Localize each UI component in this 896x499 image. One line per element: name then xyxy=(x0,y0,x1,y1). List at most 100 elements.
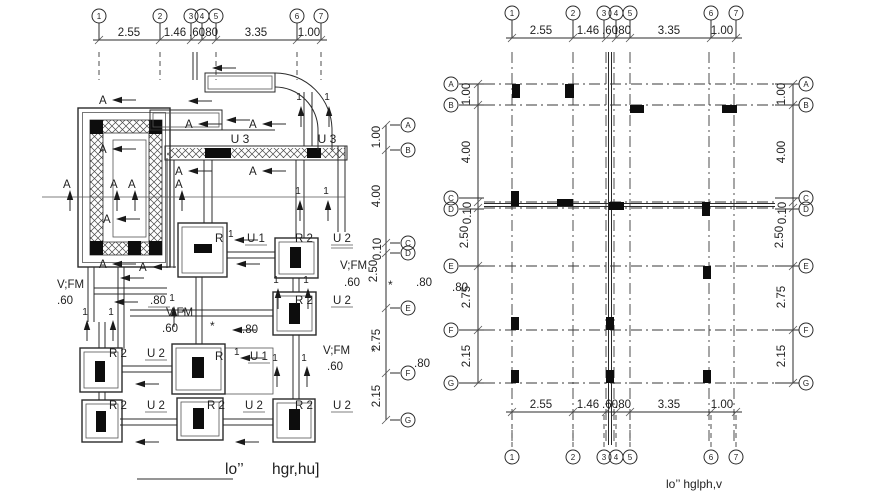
dim-label: 4.00 xyxy=(371,185,383,207)
grid-bubble-col: 2 xyxy=(565,5,581,21)
section-arrow-up xyxy=(66,189,74,212)
column-mark xyxy=(193,408,204,429)
column-mark xyxy=(606,317,614,330)
marker-a: A xyxy=(99,259,137,271)
dim-label: 0.10 xyxy=(777,202,789,224)
column-mark xyxy=(606,370,614,383)
footing xyxy=(272,291,317,336)
note-80: .80 xyxy=(416,277,432,289)
column-mark xyxy=(565,84,574,98)
marker-1: 1 xyxy=(82,307,88,318)
grid-col-label: 4 xyxy=(614,9,619,18)
grid-col-label: 3 xyxy=(602,9,607,18)
dim-ticks xyxy=(381,120,391,425)
footing-label: R xyxy=(215,233,223,245)
marker-arrow-up xyxy=(296,199,304,222)
marker-a: A xyxy=(99,144,137,156)
marker-1: 1 xyxy=(169,293,175,304)
footing-label: U 2 xyxy=(333,295,351,307)
section-arrow-up xyxy=(131,189,139,212)
column-mark xyxy=(609,202,624,210)
grid-row-label: B xyxy=(803,101,808,110)
grid-row-label: A xyxy=(448,80,454,89)
marker-1: 1 xyxy=(296,92,302,103)
note-80: .80 xyxy=(242,324,258,336)
wall-block xyxy=(205,148,231,158)
marker-arrow xyxy=(234,438,260,446)
grid-col-label: 7 xyxy=(734,9,739,18)
grid-row-label: G xyxy=(405,416,411,425)
dim-label: .60 xyxy=(602,25,618,37)
dim-label: 3.35 xyxy=(658,399,680,411)
marker-arrow-up xyxy=(109,319,117,342)
grid-row-label: B xyxy=(448,101,453,110)
grid-bubble-col: 2 xyxy=(152,8,168,24)
column-mark xyxy=(511,191,519,206)
dim-label: 1.46 xyxy=(577,25,599,37)
dim-label: 0.10 xyxy=(372,238,384,260)
footing-label: U 2 xyxy=(333,233,351,245)
grid-bubble-col: 7 xyxy=(728,5,744,21)
grid-lines-vertical xyxy=(511,52,735,445)
footing-label: U 2 xyxy=(245,400,263,412)
marker-a: A xyxy=(99,95,137,107)
svg-text:A: A xyxy=(139,262,147,274)
marker-arrow-up xyxy=(324,199,332,222)
section-markers: A A A A A A A A A xyxy=(99,95,287,274)
section-line-a: A A A A xyxy=(42,179,345,212)
grid-col-label: 4 xyxy=(200,12,205,21)
stair-outline xyxy=(149,109,223,131)
marker-1: 1 xyxy=(301,353,307,364)
grid-row-label: G xyxy=(803,379,809,388)
footing-label: U 2 xyxy=(147,400,165,412)
wall-block xyxy=(128,241,141,255)
grid-bubble-col: 6 xyxy=(289,8,305,24)
marker-1: 1 xyxy=(323,186,329,197)
marker-arrow-up xyxy=(297,105,305,128)
column-mark xyxy=(511,370,519,383)
dim-label: 2.55 xyxy=(118,27,140,39)
dim-label: 2.15 xyxy=(461,345,473,367)
grid-row-label: F xyxy=(406,369,411,378)
column-mark xyxy=(722,105,737,113)
note-80: .80 xyxy=(414,358,430,370)
grid-row-label: D xyxy=(448,205,454,214)
grid-bubble-col: 4 xyxy=(194,8,210,24)
marker-a: A xyxy=(103,214,141,226)
grid-row-label: B xyxy=(405,146,410,155)
footing-label: U 1 xyxy=(247,233,265,245)
dim-label: 1.00 xyxy=(711,399,733,411)
grid-col-label: 5 xyxy=(628,453,633,462)
grid-bubble-row: F xyxy=(400,365,416,381)
grid-row-label: C xyxy=(448,194,454,203)
dim-label: .60 xyxy=(189,27,205,39)
footing-label: R 2 xyxy=(109,348,127,360)
note-60: .60 xyxy=(327,361,343,373)
section-arrow-up xyxy=(113,189,121,212)
dim-label: .60 xyxy=(602,399,618,411)
column-mark xyxy=(95,361,105,382)
column-mark xyxy=(703,266,711,279)
grid-col-label: 7 xyxy=(319,12,324,21)
grid-bubble-row: A xyxy=(798,76,814,92)
annotations: U 3 U 3 R U 1 R 2 U 2 R 2 U 2 R 2 U 2 R … xyxy=(57,132,353,413)
grid-col-label: 5 xyxy=(628,9,633,18)
footings xyxy=(79,222,319,443)
footing xyxy=(272,398,316,443)
caption-left: lo’’ hgr,hu] xyxy=(137,461,319,480)
row-leaders xyxy=(459,83,799,384)
grid-bubble-row: G xyxy=(798,375,814,391)
note-vfm: V;FM xyxy=(166,307,193,319)
svg-text:A: A xyxy=(175,166,183,178)
caption-text: lo’’ xyxy=(225,461,244,478)
marker-1: 1 xyxy=(272,353,278,364)
marker-arrow xyxy=(225,116,251,124)
column-mark xyxy=(702,202,710,216)
grid-col-label: 1 xyxy=(97,12,102,21)
grid-double-line-34 xyxy=(608,52,612,445)
footing-label: R xyxy=(215,351,223,363)
dim-label: 2.55 xyxy=(530,399,552,411)
grid-bubble-row: C xyxy=(400,235,416,251)
grid-bubble-row: E xyxy=(443,258,459,274)
column-mark xyxy=(289,409,300,430)
